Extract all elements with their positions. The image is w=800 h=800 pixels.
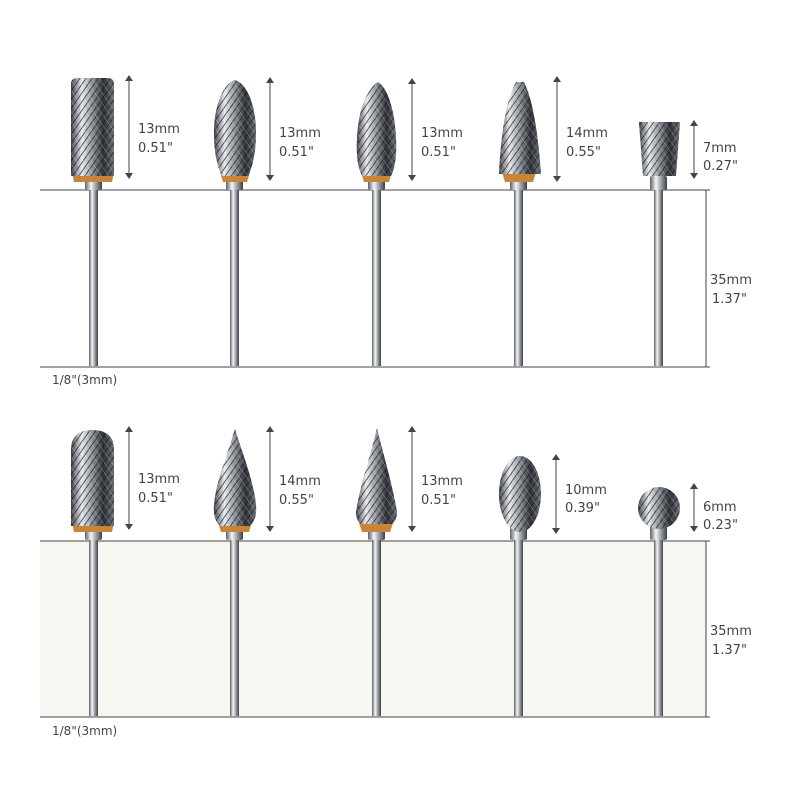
row-1-bit-3-head-dimension: 13mm 0.51" bbox=[408, 78, 463, 181]
row-1-bit-5-head-dimension: 7mm 0.27" bbox=[690, 120, 738, 179]
row-2-shank-length-mm: 35mm bbox=[710, 624, 752, 639]
cone-burr-head bbox=[499, 82, 541, 174]
flame-burr-head bbox=[213, 428, 257, 526]
row-2-bit-3: 13mm 0.51" bbox=[356, 426, 463, 716]
row-1-bit-5-length-mm: 7mm bbox=[703, 141, 737, 156]
pointed-cone-burr-head bbox=[356, 428, 397, 524]
row-2-shank-diameter-label: 1/8"(3mm) bbox=[52, 724, 117, 738]
row-1-bit-1-length-mm: 13mm bbox=[138, 122, 180, 137]
row-2-bit-2-length-in: 0.55" bbox=[279, 493, 314, 508]
row-2-bit-4: 10mm 0.39" bbox=[499, 454, 607, 716]
row-2-bit-1: 13mm 0.51" bbox=[71, 426, 180, 716]
row-2: 35mm 1.37" 1/8"(3mm) 13mm 0.51" bbox=[40, 426, 752, 738]
bit-collar bbox=[650, 176, 667, 190]
row-2-bit-5: 6mm 0.23" bbox=[638, 483, 738, 716]
row-2-bit-4-head-dimension: 10mm 0.39" bbox=[552, 454, 607, 534]
row-1-bit-4-head-dimension: 14mm 0.55" bbox=[553, 76, 608, 182]
row-2-bit-5-head-dimension: 6mm 0.23" bbox=[690, 483, 738, 533]
row-1-bit-4: 14mm 0.55" bbox=[499, 76, 608, 366]
bit-shank bbox=[89, 188, 98, 366]
cylinder-burr-head bbox=[71, 78, 114, 176]
row-2-bit-1-head-dimension: 13mm 0.51" bbox=[125, 426, 180, 530]
row-1-bit-4-length-mm: 14mm bbox=[566, 126, 608, 141]
bit-shank bbox=[230, 538, 239, 716]
bit-shank bbox=[89, 538, 98, 716]
tree-pointed-burr-head bbox=[356, 82, 397, 176]
row-1-bit-3-length-mm: 13mm bbox=[421, 126, 463, 141]
row-1-bit-2: 13mm 0.51" bbox=[214, 77, 321, 366]
row-1-bit-2-length-mm: 13mm bbox=[279, 126, 321, 141]
inverted-cone-burr-head bbox=[639, 122, 680, 176]
row-1-bit-1-length-in: 0.51" bbox=[138, 141, 173, 156]
bit-brazing bbox=[502, 172, 536, 182]
bit-shank bbox=[654, 188, 663, 366]
row-2-bit-2: 14mm 0.55" bbox=[213, 426, 321, 716]
row-1-bit-3: 13mm 0.51" bbox=[356, 78, 463, 366]
row-2-bit-2-length-mm: 14mm bbox=[279, 474, 321, 489]
row-1-bit-5: 7mm 0.27" bbox=[639, 120, 738, 366]
oval-burr-head bbox=[499, 456, 541, 532]
row-2-bit-3-head-dimension: 13mm 0.51" bbox=[408, 426, 463, 532]
row-2-bit-2-head-dimension: 14mm 0.55" bbox=[266, 426, 321, 532]
row-1-shank-diameter-label: 1/8"(3mm) bbox=[52, 373, 117, 387]
row-1-bit-1-head-dimension: 13mm 0.51" bbox=[125, 75, 180, 179]
row-1-bit-4-length-in: 0.55" bbox=[566, 145, 601, 160]
bit-shank bbox=[514, 188, 523, 366]
row-2-shank-length-in: 1.37" bbox=[712, 643, 747, 658]
row-2-bit-5-length-in: 0.23" bbox=[703, 518, 738, 533]
cylinder-ball-nose-burr-head bbox=[71, 430, 114, 526]
bit-shank bbox=[230, 188, 239, 366]
row-2-bit-1-length-mm: 13mm bbox=[138, 472, 180, 487]
row-1-bit-2-length-in: 0.51" bbox=[279, 145, 314, 160]
row-1-bit-1: 13mm 0.51" bbox=[71, 75, 180, 366]
row-1-bit-5-length-in: 0.27" bbox=[703, 159, 738, 174]
ball-burr-head bbox=[638, 487, 680, 529]
bit-shank bbox=[654, 538, 663, 716]
bit-shank bbox=[372, 188, 381, 366]
row-2-bit-4-length-mm: 10mm bbox=[565, 483, 607, 498]
row-2-bit-1-length-in: 0.51" bbox=[138, 491, 173, 506]
row-2-bit-4-length-in: 0.39" bbox=[565, 501, 600, 516]
row-1-shank-length-mm: 35mm bbox=[710, 273, 752, 288]
row-2-bit-5-length-mm: 6mm bbox=[703, 500, 737, 515]
row-2-bit-3-length-in: 0.51" bbox=[421, 493, 456, 508]
tree-round-burr-head bbox=[214, 80, 256, 176]
row-1-shank-length-in: 1.37" bbox=[712, 292, 747, 307]
row-1-bit-3-length-in: 0.51" bbox=[421, 145, 456, 160]
row-1-bit-2-head-dimension: 13mm 0.51" bbox=[266, 77, 321, 181]
row-1: 35mm 1.37" 1/8"(3mm) 13mm 0.51" bbox=[40, 75, 752, 387]
row-2-bit-3-length-mm: 13mm bbox=[421, 474, 463, 489]
bit-shank bbox=[372, 538, 381, 716]
bit-shank bbox=[514, 538, 523, 716]
